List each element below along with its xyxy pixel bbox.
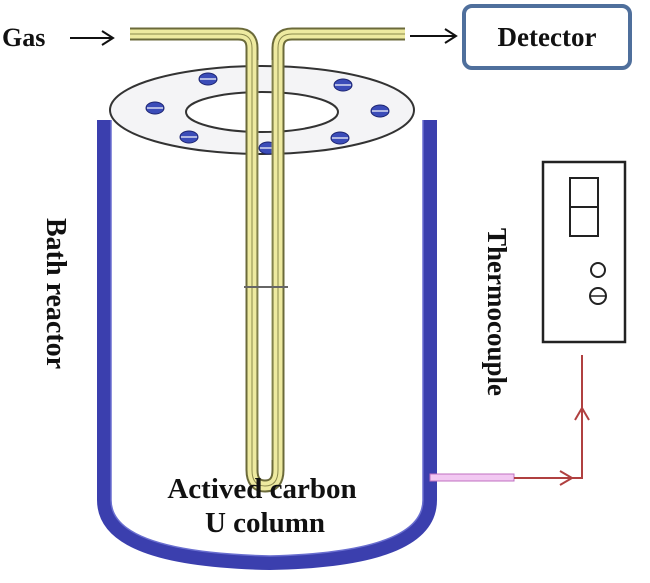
detector-label: Detector bbox=[498, 22, 597, 52]
detector-arrow bbox=[410, 28, 458, 44]
column-label-line2: U column bbox=[205, 507, 325, 539]
meter-knob-icon bbox=[590, 262, 606, 278]
u-column bbox=[130, 27, 405, 493]
thermocouple-label: Thermocouple bbox=[482, 228, 512, 396]
vessel-wall bbox=[97, 120, 437, 571]
thermocouple-probe bbox=[429, 355, 590, 486]
bath-reactor-vessel bbox=[97, 120, 437, 571]
gas-arrow bbox=[70, 30, 115, 46]
flange-lid bbox=[109, 65, 415, 155]
bath-reactor-label: Bath reactor bbox=[40, 218, 71, 369]
probe-wire bbox=[514, 355, 583, 479]
probe-sheath bbox=[429, 473, 515, 482]
thermocouple-meter bbox=[541, 160, 627, 344]
gas-label: Gas bbox=[2, 23, 45, 52]
flange-hole bbox=[185, 91, 339, 133]
column-label-line1: Actived carbon bbox=[167, 473, 356, 505]
vessel-wall-inner-line bbox=[110, 120, 424, 557]
detector-box: Detector bbox=[462, 4, 632, 70]
